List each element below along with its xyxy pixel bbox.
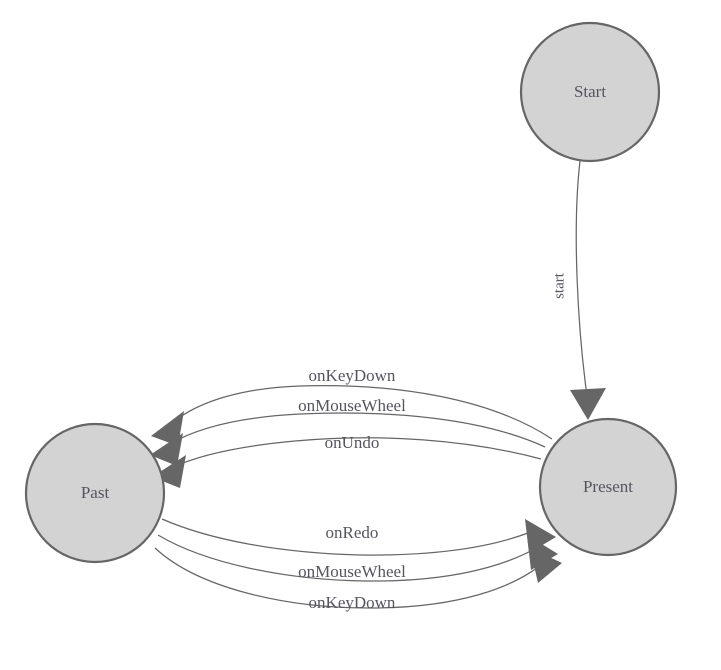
- edge-present-to-past-onmousewheel-path: [169, 412, 546, 448]
- edge-start-to-present[interactable]: start: [551, 160, 606, 420]
- edge-past-to-present-onmousewheel-path: [157, 534, 544, 582]
- edge-past-to-present-onredo[interactable]: onRedo: [161, 518, 556, 556]
- edge-start-to-present-path: [575, 160, 588, 397]
- edge-label-past-present-onkeydown: onKeyDown: [309, 593, 396, 612]
- arrowhead-into-past-1: [151, 411, 184, 446]
- edge-label-present-past-onmousewheel: onMouseWheel: [298, 396, 406, 415]
- edge-label-present-past-onundo: onUndo: [325, 433, 380, 452]
- edge-past-to-present-onredo-path: [161, 518, 541, 556]
- edge-present-to-past-onkeydown-path: [171, 385, 553, 440]
- arrowhead-into-present-3: [530, 548, 562, 583]
- node-start[interactable]: Start: [519, 21, 661, 163]
- edge-present-to-past-onundo-path: [172, 437, 542, 468]
- node-start-label: Start: [574, 82, 606, 101]
- arrowhead-into-past-2: [150, 433, 183, 466]
- edge-present-to-past-onmousewheel[interactable]: onMouseWheel: [150, 396, 546, 466]
- node-past-label: Past: [81, 483, 110, 502]
- node-present-circle: [538, 417, 678, 557]
- node-past[interactable]: Past: [24, 422, 166, 564]
- node-present-label: Present: [583, 477, 633, 496]
- edge-label-present-past-onkeydown: onKeyDown: [309, 366, 396, 385]
- node-past-circle: [24, 422, 166, 564]
- edge-label-past-present-onredo: onRedo: [326, 523, 379, 542]
- edge-present-to-past-onkeydown[interactable]: onKeyDown: [151, 366, 553, 446]
- edge-past-to-present-onkeydown[interactable]: onKeyDown: [154, 547, 562, 612]
- edge-present-to-past-onundo[interactable]: onUndo: [152, 433, 542, 488]
- node-present[interactable]: Present: [538, 417, 678, 557]
- node-start-circle: [519, 21, 661, 163]
- edge-label-past-present-onmousewheel: onMouseWheel: [298, 562, 406, 581]
- edge-past-to-present-onkeydown-path: [154, 547, 549, 609]
- arrowhead-into-present-top: [570, 388, 606, 420]
- edge-label-start: start: [551, 272, 567, 299]
